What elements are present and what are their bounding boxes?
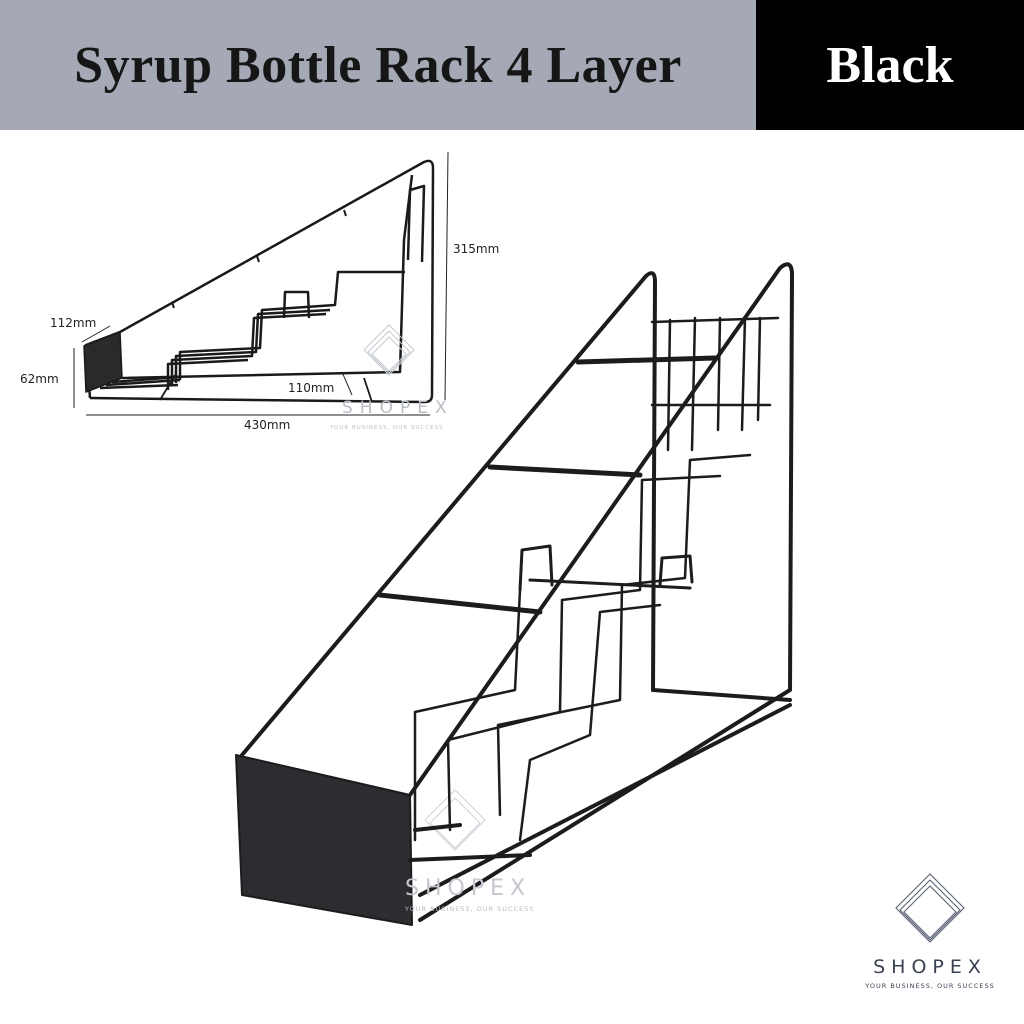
watermark-tagline-large: YOUR BUSINESS, OUR SUCCESS — [405, 905, 535, 913]
watermark-brand-small: SHOPEX — [342, 398, 454, 418]
total-height-dimension-label: 315mm — [453, 242, 500, 256]
step-depth-dimension-label: 110mm — [288, 381, 335, 395]
front-height-dimension-label: 62mm — [20, 372, 59, 386]
watermark-brand-large: SHOPEX — [405, 876, 532, 901]
product-title: Syrup Bottle Rack 4 Layer — [74, 36, 682, 94]
product-title-box: Syrup Bottle Rack 4 Layer — [0, 0, 756, 130]
diamond-logo-icon — [895, 873, 965, 943]
logo-brand-name: SHOPEX — [873, 956, 987, 978]
watermark-diamond-small — [363, 324, 415, 376]
color-variant-label: Black — [826, 36, 954, 94]
header-banner: Syrup Bottle Rack 4 Layer Black — [0, 0, 1024, 130]
watermark-diamond-large — [424, 789, 486, 851]
shopex-logo: SHOPEX YOUR BUSINESS, OUR SUCCESS — [850, 868, 1010, 990]
depth-dimension-label: 112mm — [50, 316, 97, 330]
color-variant-box: Black — [756, 0, 1024, 130]
dimension-lines — [73, 151, 449, 416]
watermark-tagline-small: YOUR BUSINESS, OUR SUCCESS — [330, 425, 444, 431]
length-dimension-label: 430mm — [244, 418, 291, 432]
logo-tagline: YOUR BUSINESS, OUR SUCCESS — [865, 982, 995, 990]
rack-photo — [235, 262, 794, 926]
side-view-diagram — [83, 159, 435, 404]
